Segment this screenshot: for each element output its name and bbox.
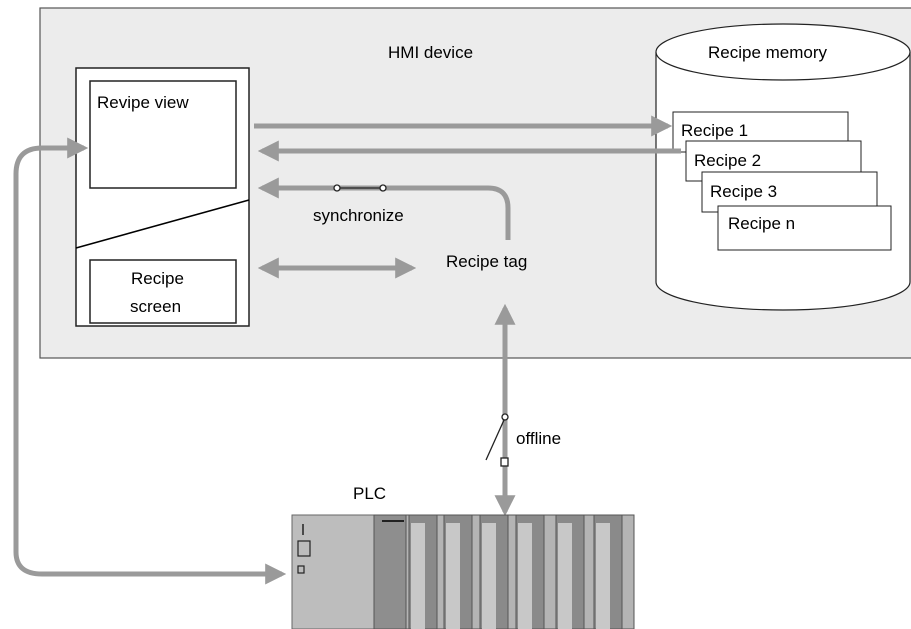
synchronize-label: synchronize [313,206,404,225]
plc-io-module [408,514,438,629]
recipe-card: Recipe n [717,205,892,251]
recipe-card: Recipe 3 [701,171,878,213]
arrow-view-plc [13,137,287,585]
recipe-card-label: Recipe 3 [710,182,777,201]
recipe-memory-label: Recipe memory [708,43,828,62]
hmi-device-label: HMI device [388,43,473,62]
plc-io-module [555,514,585,629]
recipe-tag-label: Recipe tag [446,252,527,271]
plc-label: PLC [353,484,386,503]
plc-io-module [443,514,473,629]
plc-io-module [515,514,545,629]
plc-io-module [479,514,509,629]
arrow-recipe-tag-to-view [257,177,511,240]
recipe-screen-label-line1: Recipe [131,269,184,288]
plc-cpu-module [291,514,375,629]
recipe-view-label: Revipe view [97,93,189,112]
plc-rack [291,514,635,629]
offline-label: offline [516,429,561,448]
recipe-screen-label-line2: screen [130,297,181,316]
recipe-card-label: Recipe 2 [694,151,761,170]
recipe-card-label: Recipe 1 [681,121,748,140]
recipe-card-label: Recipe n [728,214,795,233]
offline-switch [485,413,509,467]
plc-io-module [593,514,623,629]
synchronize-switch [333,184,387,192]
